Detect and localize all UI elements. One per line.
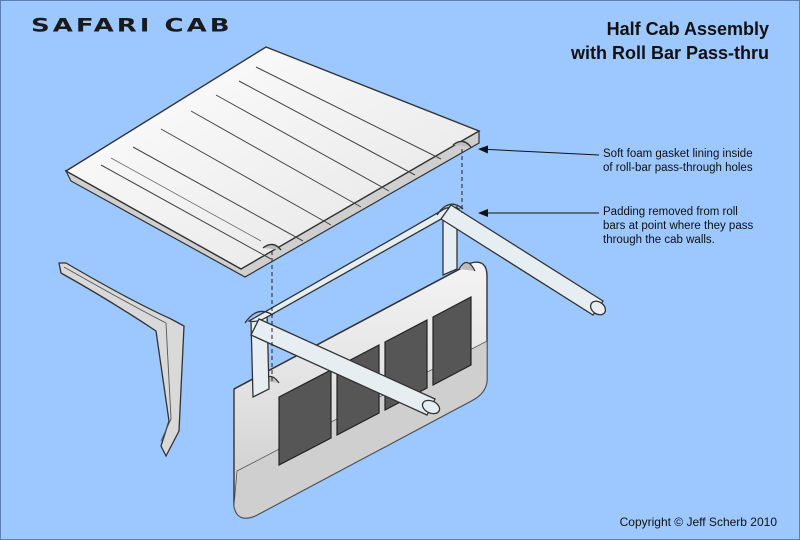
roof-ribs bbox=[100, 66, 442, 260]
safari-cab-logo: SAFARI CAB bbox=[31, 15, 233, 37]
alignment-guides bbox=[271, 149, 463, 383]
roll-bars bbox=[244, 203, 607, 416]
rear-windows bbox=[278, 296, 472, 466]
diagram-title: Half Cab Assembly with Roll Bar Pass-thr… bbox=[571, 17, 769, 65]
callout-gasket-line-1: Soft foam gasket lining inside bbox=[603, 148, 753, 160]
callout-padding-line-3: through the cab walls. bbox=[603, 234, 715, 246]
callout-gasket-line-2: of roll-bar pass-through holes bbox=[603, 162, 753, 174]
callout-padding-line-2: bars at point where they pass bbox=[603, 220, 754, 232]
cab-roof bbox=[64, 46, 481, 278]
copyright-notice: Copyright © Jeff Scherb 2010 bbox=[619, 515, 777, 529]
title-line-2: with Roll Bar Pass-thru bbox=[570, 43, 769, 63]
callout-padding-line-1: Padding removed from roll bbox=[603, 206, 738, 218]
callout-padding: Padding removed from roll bars at point … bbox=[603, 205, 793, 247]
callout-gasket: Soft foam gasket lining inside of roll-b… bbox=[603, 147, 793, 175]
roof-pass-thru-hole-left bbox=[262, 243, 282, 251]
cab-rear-wall bbox=[233, 261, 488, 519]
roof-pass-thru-hole-right bbox=[452, 140, 472, 148]
cab-side-panel bbox=[58, 262, 185, 458]
callout-leaders bbox=[478, 145, 600, 217]
title-line-1: Half Cab Assembly bbox=[606, 19, 769, 39]
